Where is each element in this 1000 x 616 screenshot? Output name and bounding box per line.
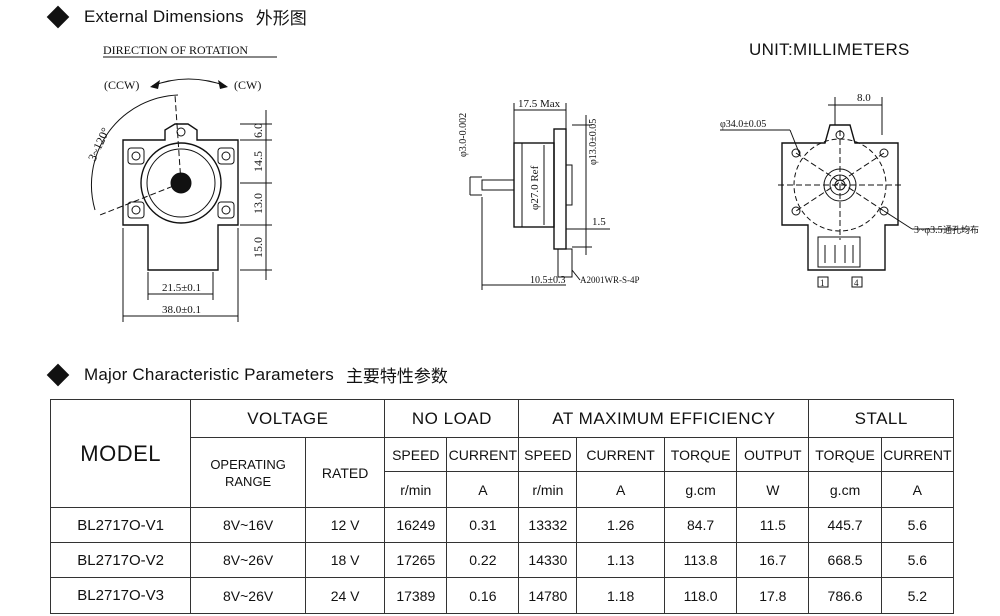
st-torque-unit: g.cm (808, 471, 882, 508)
row-nl-current: 0.16 (446, 577, 520, 614)
operating-range-header: OPERATING RANGE (190, 437, 306, 508)
dim-17-5-max: 17.5 Max (518, 98, 561, 110)
row-rated: 18 V (304, 542, 386, 578)
dimensions-title: External Dimensions (84, 6, 244, 26)
row-st-current: 5.6 (880, 542, 955, 578)
diamond-bullet-icon (46, 363, 70, 386)
angle-label: 3~120° (85, 125, 113, 163)
max-efficiency-header: AT MAXIMUM EFFICIENCY (518, 399, 810, 438)
row-nl-current: 0.31 (446, 507, 520, 543)
row-range: 8V~16V (190, 507, 306, 543)
cw-label: (CW) (234, 78, 261, 92)
connector-label: A2001WR-S-4P (580, 275, 640, 285)
back-view-drawing: 8.0 φ34.0±0.05 3~φ3.5 通孔均布 1 4 (720, 92, 979, 288)
pin-4-label: 4 (854, 278, 859, 288)
row-me-current: 1.13 (576, 542, 665, 578)
front-view-drawing: DIRECTION OF ROTATION (CCW) (CW) 3~120° … (85, 43, 277, 322)
row-nl-speed: 16249 (384, 507, 448, 543)
row-me-output: 17.8 (736, 577, 810, 614)
st-current-unit: A (880, 471, 955, 508)
row-st-current: 5.6 (880, 507, 955, 543)
params-title-cn: 主要特性参数 (345, 367, 448, 387)
row-nl-current: 0.22 (446, 542, 520, 578)
table-row: BL2717O-V2 8V~26V 18 V 17265 0.22 14330 … (49, 542, 955, 578)
holes-note-cn: 通孔均布 (943, 224, 979, 235)
row-me-speed: 14330 (518, 542, 578, 578)
nl-speed-header: SPEED (384, 437, 448, 472)
row-me-output: 11.5 (736, 507, 810, 543)
row-me-output: 16.7 (736, 542, 810, 578)
dimensions-header: External Dimensions 外形图 (46, 4, 307, 29)
row-me-torque: 118.0 (663, 577, 738, 614)
row-me-speed: 14780 (518, 577, 578, 614)
table-row: BL2717O-V3 8V~26V 24 V 17389 0.16 14780 … (49, 577, 955, 614)
rotation-arrow (151, 78, 227, 87)
stall-header: STALL (808, 399, 954, 438)
dim-holes: 3~φ3.5 (914, 225, 943, 236)
direction-title: DIRECTION OF ROTATION (103, 43, 248, 57)
params-title: Major Characteristic Parameters (84, 364, 334, 384)
parameters-table: MODEL VOLTAGE NO LOAD AT MAXIMUM EFFICIE… (49, 399, 955, 614)
table-row: BL2717O-V1 8V~16V 12 V 16249 0.31 13332 … (49, 507, 955, 543)
dim-21-5: 21.5±0.1 (162, 282, 201, 294)
row-me-current: 1.18 (576, 577, 665, 614)
nl-current-header: CURRENT (446, 437, 520, 472)
nl-current-unit: A (446, 471, 520, 508)
row-model: BL2717O-V1 (49, 507, 192, 543)
row-nl-speed: 17265 (384, 542, 448, 578)
dimensions-title-cn: 外形图 (255, 9, 307, 29)
me-current-unit: A (576, 471, 665, 508)
model-header: MODEL (49, 399, 192, 508)
row-st-torque: 668.5 (808, 542, 882, 578)
row-st-current: 5.2 (880, 577, 955, 614)
row-rated: 24 V (304, 577, 386, 614)
dim-pcd: φ34.0±0.05 (720, 119, 766, 130)
angle-arc (90, 94, 179, 211)
dim-8: 8.0 (857, 92, 871, 104)
rated-header: RATED (304, 437, 386, 508)
row-st-torque: 445.7 (808, 507, 882, 543)
row-st-torque: 786.6 (808, 577, 882, 614)
st-torque-header: TORQUE (808, 437, 882, 472)
row-me-speed: 13332 (518, 507, 578, 543)
unit-label: UNIT:MILLIMETERS (749, 40, 910, 59)
dim-15: 15.0 (251, 237, 265, 258)
params-header: Major Characteristic Parameters 主要特性参数 (46, 362, 448, 387)
row-nl-speed: 17389 (384, 577, 448, 614)
dim-13: 13.0 (251, 193, 265, 214)
row-me-current: 1.26 (576, 507, 665, 543)
nl-speed-unit: r/min (384, 471, 448, 508)
dim-14-5: 14.5 (251, 151, 265, 172)
no-load-header: NO LOAD (384, 399, 520, 438)
me-speed-unit: r/min (518, 471, 578, 508)
me-torque-unit: g.cm (663, 471, 738, 508)
row-model: BL2717O-V2 (49, 542, 192, 578)
row-range: 8V~26V (190, 542, 306, 578)
me-speed-header: SPEED (518, 437, 578, 472)
row-model: BL2717O-V3 (49, 577, 192, 614)
row-me-torque: 84.7 (663, 507, 738, 543)
me-output-header: OUTPUT (736, 437, 810, 472)
pin-1-label: 1 (820, 278, 825, 288)
me-torque-header: TORQUE (663, 437, 738, 472)
row-me-torque: 113.8 (663, 542, 738, 578)
voltage-header: VOLTAGE (190, 399, 386, 438)
me-current-header: CURRENT (576, 437, 665, 472)
dim-shaft-dia: φ3.0-0.002 (458, 113, 469, 157)
me-output-unit: W (736, 471, 810, 508)
dim-hub-dia: φ13.0±0.05 (588, 119, 599, 165)
dim-1-5: 1.5 (592, 216, 606, 228)
dim-body-dia: φ27.0 Ref (529, 165, 541, 210)
dim-10-5: 10.5±0.3 (530, 275, 566, 286)
st-current-header: CURRENT (880, 437, 955, 472)
row-rated: 12 V (304, 507, 386, 543)
side-view-drawing: 17.5 Max φ3.0-0.002 φ27.0 Ref φ13.0±0.05… (458, 98, 640, 290)
dim-38: 38.0±0.1 (162, 304, 201, 316)
dim-6: 6.0 (251, 123, 265, 138)
ccw-label: (CCW) (104, 78, 139, 92)
row-range: 8V~26V (190, 577, 306, 614)
